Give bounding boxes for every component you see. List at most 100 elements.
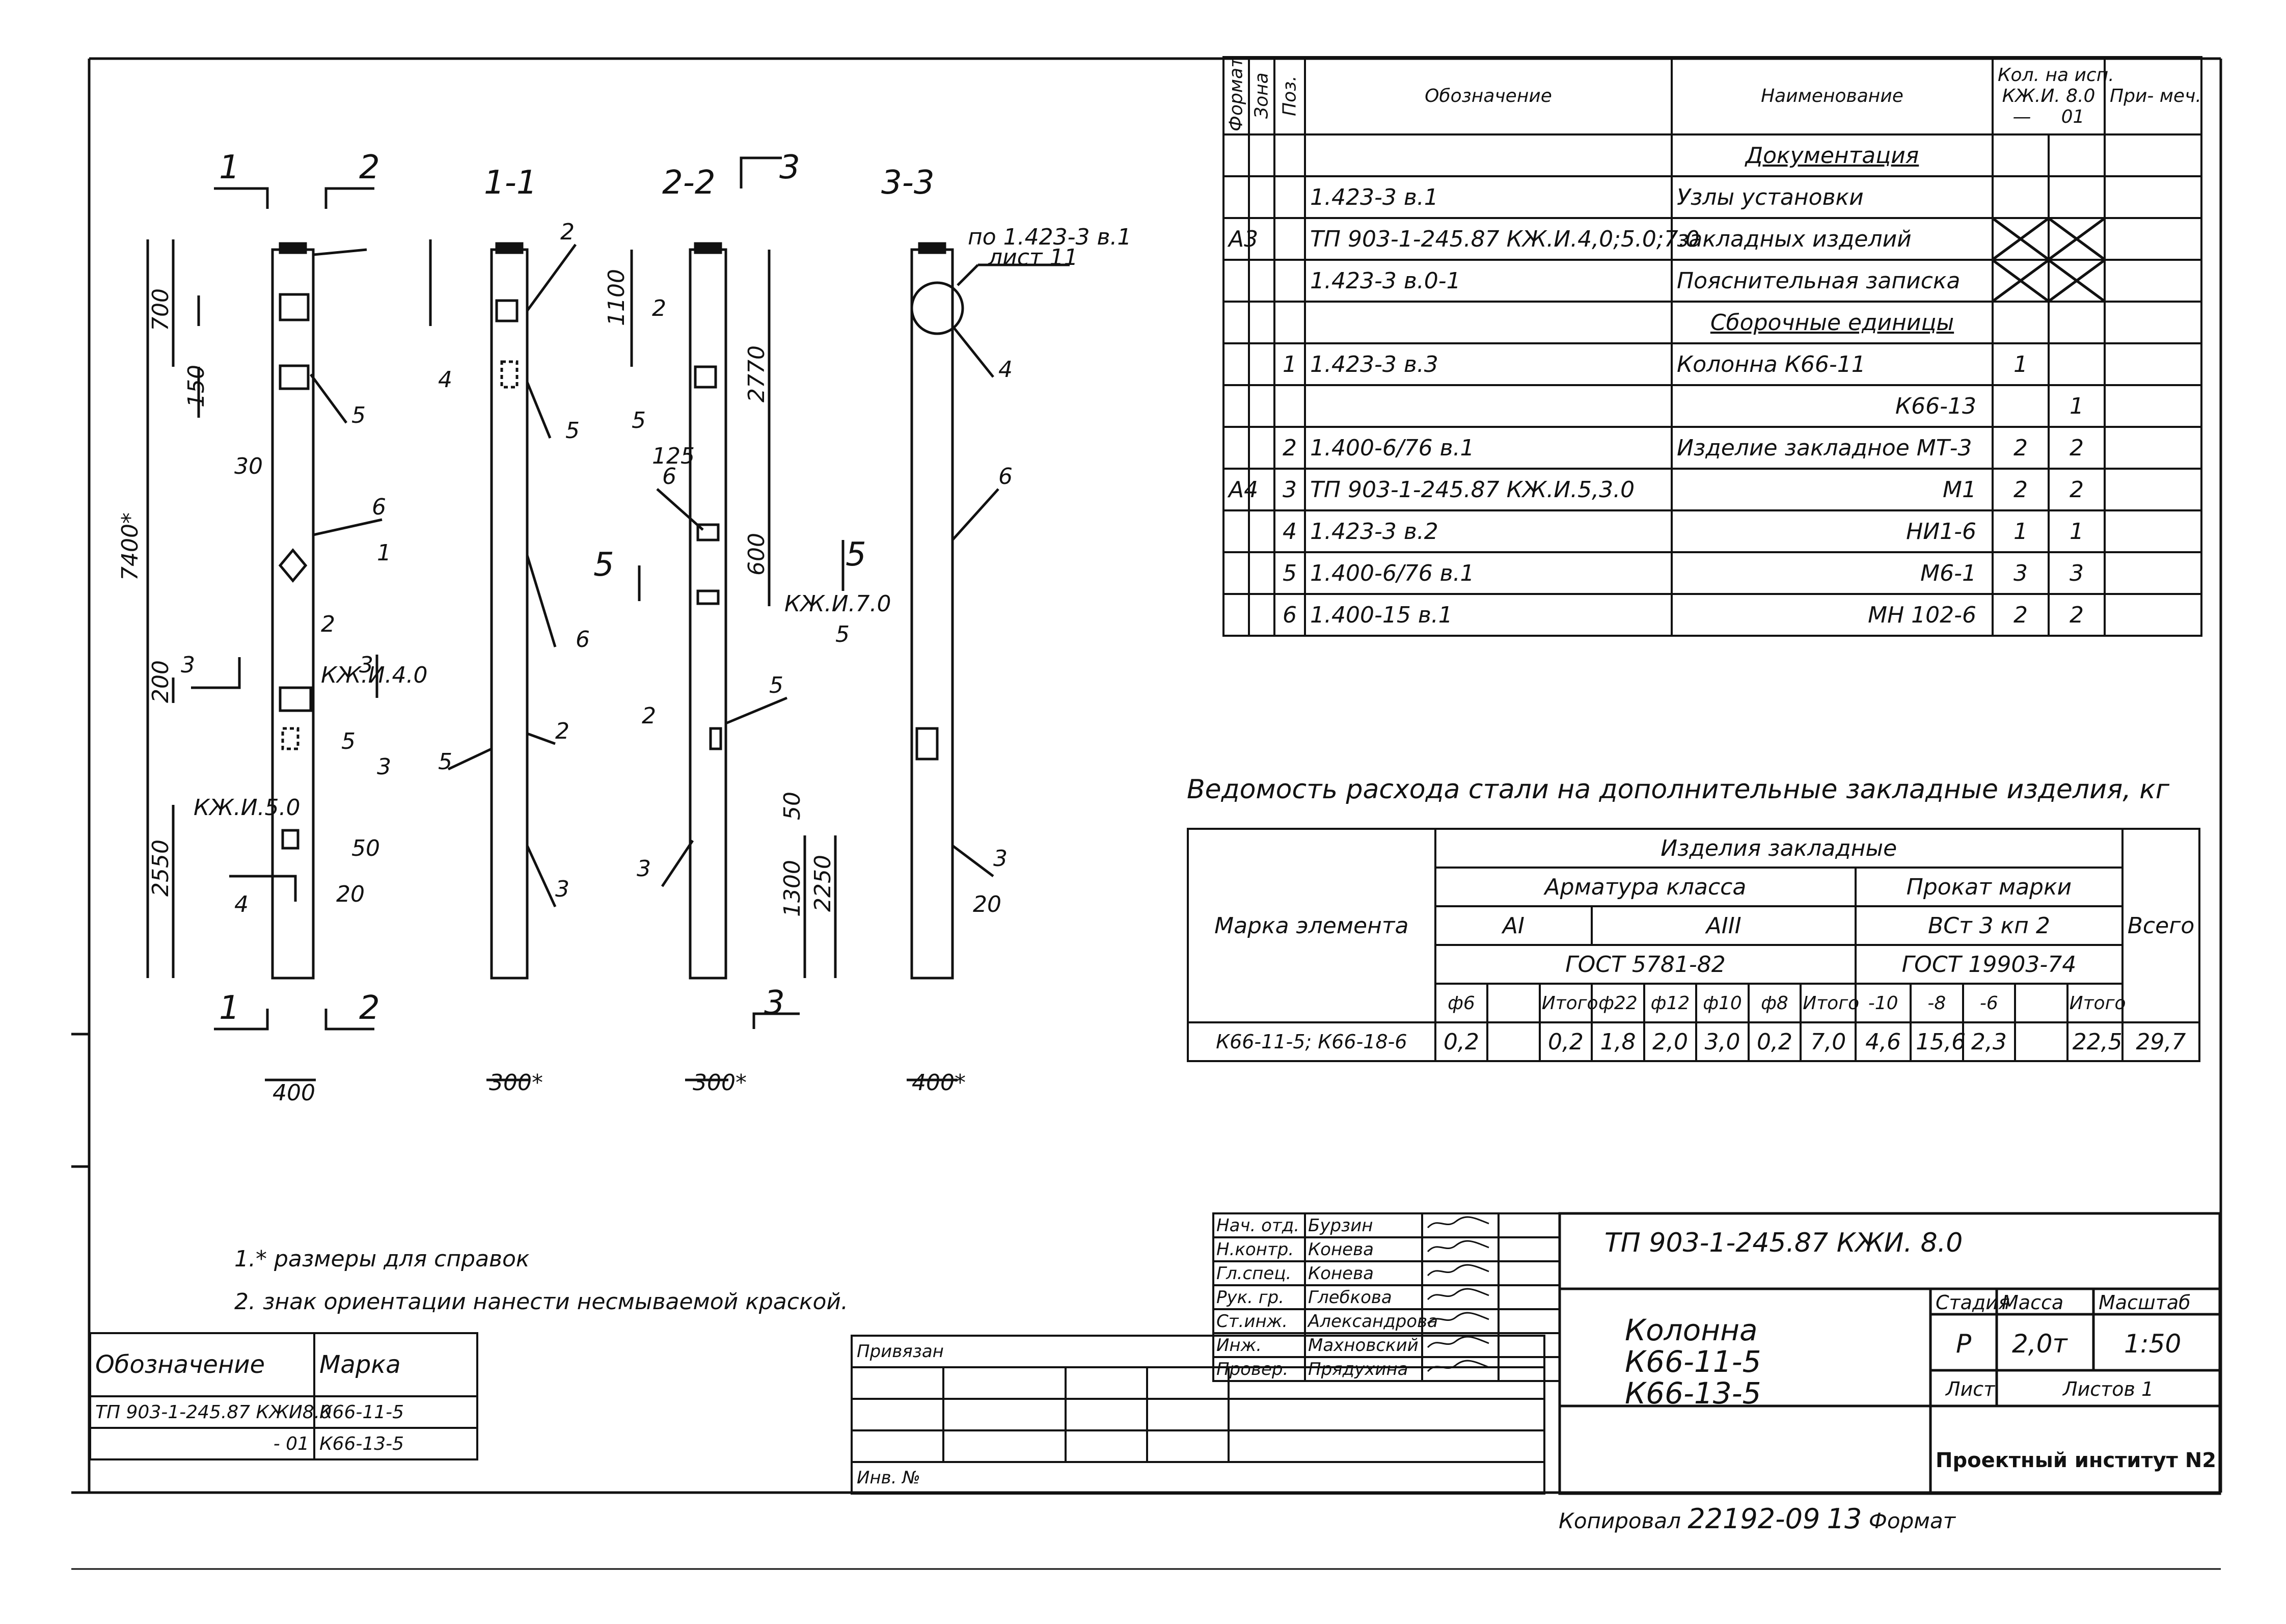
steel-row-value: 3,0 <box>1695 1021 1750 1062</box>
steel-prokat: Прокат марки <box>1855 867 2124 907</box>
spec-header-name: Наименование <box>1671 56 1994 136</box>
pos-5-a: 5 <box>351 402 366 428</box>
bottom-sheet-no: 13 <box>1827 1503 1862 1535</box>
section-mark-1-bottom: 1 <box>219 989 240 1027</box>
spec-cell-note <box>2104 468 2203 511</box>
dim-150: 150 <box>183 365 209 408</box>
dim-400: 400 <box>273 1080 315 1106</box>
spec-cell-zone <box>1248 259 1275 303</box>
dim-20: 20 <box>973 891 1001 917</box>
spec-cell-designation: 1.423-3 в.0-1 <box>1304 259 1673 303</box>
spec-cell-pos: 4 <box>1273 509 1306 553</box>
signature-role: Ст.инж. <box>1212 1308 1306 1334</box>
bottom-stamp: Копировал 22192-09 13 Формат <box>1559 1503 1955 1535</box>
title-name-line1: Колонна <box>1625 1313 1758 1347</box>
bottom-number: 22192-09 <box>1688 1503 1820 1535</box>
spec-cell-pos: 1 <box>1273 342 1306 386</box>
spec-cell-designation: ТП 903-1-245.87 КЖ.И.4,0;5.0;7.0 <box>1304 217 1700 261</box>
title-stage: Р <box>1956 1329 1972 1359</box>
signature-row: Провер.Прядухина <box>1212 1356 1561 1382</box>
steel-row-value <box>1486 1021 1541 1062</box>
spec-cell-pos <box>1273 384 1306 428</box>
dim-125: 125 <box>652 443 695 469</box>
pos-5-e: 5 <box>632 408 646 434</box>
steel-row-value <box>2014 1021 2069 1062</box>
signature-row: Инж.Махновский <box>1212 1332 1561 1358</box>
title-org: Проектный институт N2 <box>1936 1449 2216 1472</box>
signature-mark <box>1421 1236 1500 1262</box>
section-label-2-2: 2-2 <box>662 164 716 202</box>
steel-table-title: Ведомость расхода стали на дополнительны… <box>1187 774 2170 805</box>
inv-label: Инв. № <box>850 1461 1546 1495</box>
spec-cell-zone <box>1248 301 1275 344</box>
dim-300-a: 300* <box>489 1070 543 1096</box>
spec-cell-zone <box>1248 342 1275 386</box>
spec-cell-format <box>1222 384 1250 428</box>
spec-cell-note <box>2104 301 2203 344</box>
pos-3-a: 3 <box>377 754 391 780</box>
title-name: Колонна К66-11-5 К66-13-5 <box>1625 1314 1761 1409</box>
spec-cell-q1: 2 <box>1992 468 2050 511</box>
signature-person: Конева <box>1304 1260 1423 1286</box>
signature-mark <box>1421 1308 1500 1334</box>
signature-mark <box>1421 1356 1500 1382</box>
pos-6-b: 6 <box>576 627 590 653</box>
steel-row-value: 4,6 <box>1855 1021 1912 1062</box>
ref-sheet: лист 11 <box>988 245 1078 270</box>
spec-cell-format <box>1222 551 1250 595</box>
spec-header-format: Формат <box>1223 57 1249 134</box>
spec-cell-designation <box>1304 384 1673 428</box>
signature-row: Гл.спец.Конева <box>1212 1260 1561 1286</box>
spec-cross-mark <box>1992 259 2050 303</box>
signature-role: Гл.спец. <box>1212 1260 1306 1286</box>
spec-cell-designation: 1.400-15 в.1 <box>1304 593 1673 637</box>
spec-cell-zone <box>1248 509 1275 553</box>
steel-row-value: 2,0 <box>1643 1021 1698 1062</box>
steel-aiii: АIII <box>1591 905 1857 946</box>
steel-row-total: 29,7 <box>2121 1021 2201 1062</box>
title-mass-label: Масса <box>2002 1291 2063 1314</box>
spec-cell-name: МН 102-6 <box>1671 593 1994 637</box>
spec-cross-mark <box>2047 259 2106 303</box>
title-sheet-label: Лист <box>1945 1378 1996 1400</box>
spec-cell-q1: 2 <box>1992 426 2050 470</box>
spec-cell-q2: 3 <box>2047 551 2106 595</box>
dim-1300: 1300 <box>779 860 805 917</box>
spec-cell-note <box>2104 342 2203 386</box>
dim-1100: 1100 <box>604 269 630 326</box>
ref-kzh70: КЖ.И.7.0 <box>784 591 891 617</box>
signature-role: Инж. <box>1212 1332 1306 1358</box>
dim-2550: 2550 <box>148 840 174 897</box>
signature-role: Провер. <box>1212 1356 1306 1382</box>
spec-cell-pos <box>1273 217 1306 261</box>
pos-5-f: 5 <box>769 672 783 698</box>
steel-col-header: ф8 <box>1747 983 1802 1023</box>
spec-cell-q1 <box>1992 384 2050 428</box>
spec-cell-note <box>2104 217 2203 261</box>
title-name-line3: К66-13-5 <box>1625 1376 1761 1411</box>
dim-7400: 7400* <box>117 512 143 581</box>
spec-cell-name: Сборочные единицы <box>1671 301 1994 344</box>
pos-3-c: 3 <box>637 856 651 882</box>
title-stage-label: Стадия <box>1936 1291 2010 1314</box>
spec-header-qty-doc: КЖ.И. 8.0 <box>2002 85 2096 106</box>
spec-cell-format <box>1222 259 1250 303</box>
section-mark-1-top: 1 <box>219 149 240 186</box>
pos-5-b: 5 <box>341 728 356 754</box>
steel-embedded: Изделия закладные <box>1434 828 2124 869</box>
steel-row-value: 1,8 <box>1591 1021 1645 1062</box>
spec-cell-format <box>1222 301 1250 344</box>
spec-cell-q2: 2 <box>2047 426 2106 470</box>
spec-cell-q2 <box>2047 342 2106 386</box>
signature-person: Махновский <box>1304 1332 1423 1358</box>
spec-cell-zone <box>1248 133 1275 177</box>
section-mark-4-left: 4 <box>234 891 249 917</box>
spec-cell-q2 <box>2047 301 2106 344</box>
dim-20-a: 20 <box>336 881 365 907</box>
